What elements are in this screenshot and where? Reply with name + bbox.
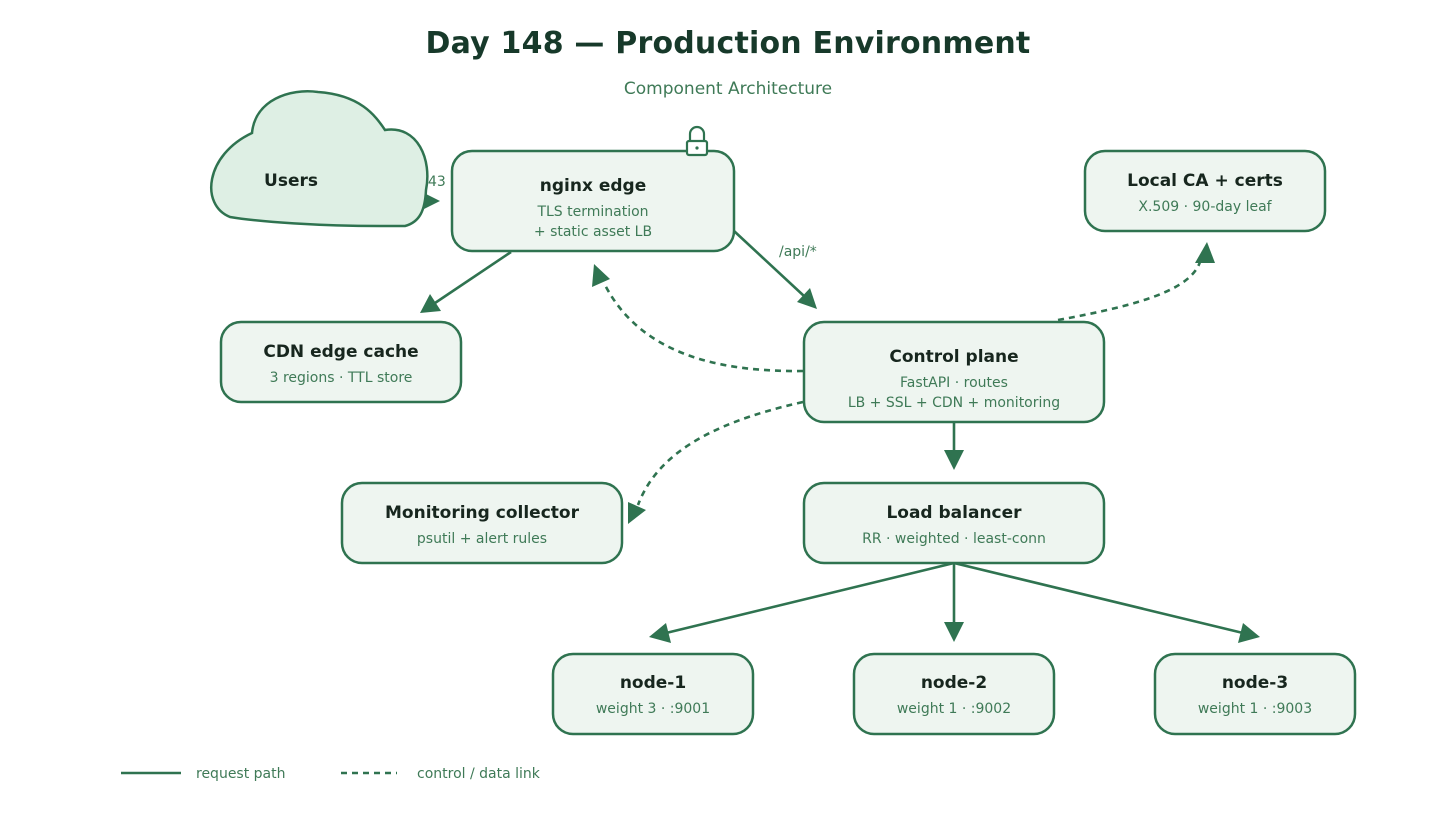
node1-title: node-1 <box>620 673 686 693</box>
node-1[interactable]: node-1 weight 3 · :9001 <box>551 652 755 736</box>
arrowhead-lb-node1 <box>649 623 671 643</box>
edge-lb-node1 <box>665 561 955 635</box>
edge-control-monitor <box>636 400 804 506</box>
node-monitoring-collector[interactable]: Monitoring collector psutil + alert rule… <box>340 481 624 565</box>
node-3[interactable]: node-3 weight 1 · :9003 <box>1153 652 1357 736</box>
edge-lb-node3 <box>953 561 1244 635</box>
nginx-title: nginx edge <box>540 176 646 196</box>
arrowhead-nginx-cdn <box>420 294 441 313</box>
node3-title: node-3 <box>1222 673 1288 693</box>
node3-line1: weight 1 · :9003 <box>1198 701 1312 717</box>
arrowhead-nginx-control <box>797 288 817 309</box>
edge-nginx-cdn <box>434 250 512 305</box>
cdn-title: CDN edge cache <box>263 342 418 362</box>
arrowhead-control-monitor <box>628 502 646 524</box>
node-2[interactable]: node-2 weight 1 · :9002 <box>852 652 1056 736</box>
edge-nginx-control <box>733 230 805 297</box>
legend: request path control / data link <box>121 766 541 782</box>
legend-control-label: control / data link <box>417 766 541 782</box>
ca-line1: X.509 · 90-day leaf <box>1138 199 1272 215</box>
node-nginx-edge[interactable]: nginx edge TLS termination + static asse… <box>450 149 736 253</box>
monitor-line1: psutil + alert rules <box>417 531 547 547</box>
node-local-ca[interactable]: Local CA + certs X.509 · 90-day leaf <box>1083 149 1327 233</box>
ca-title: Local CA + certs <box>1127 171 1283 191</box>
control-line2: LB + SSL + CDN + monitoring <box>848 395 1060 411</box>
arrowhead-lb-node2 <box>944 622 964 642</box>
nginx-line2: + static asset LB <box>534 224 652 240</box>
diagram-subtitle: Component Architecture <box>623 79 833 99</box>
arrowhead-lb-node3 <box>1238 623 1260 643</box>
diagram-title: Day 148 — Production Environment <box>425 26 1031 61</box>
arrowhead-control-nginx <box>592 264 610 287</box>
node-load-balancer[interactable]: Load balancer RR · weighted · least-conn <box>802 481 1106 565</box>
control-line1: FastAPI · routes <box>900 375 1008 391</box>
edge-label-api: /api/* <box>779 244 817 260</box>
lb-line1: RR · weighted · least-conn <box>862 531 1046 547</box>
node1-line1: weight 3 · :9001 <box>596 701 710 717</box>
edge-control-ca <box>1057 261 1202 322</box>
cdn-line1: 3 regions · TTL store <box>270 370 413 386</box>
users-label: Users <box>264 171 318 191</box>
control-title: Control plane <box>889 347 1018 367</box>
users-cloud[interactable]: Users <box>209 90 429 228</box>
users-port-label: 43 <box>428 174 446 190</box>
edge-control-nginx <box>602 282 804 373</box>
arrowhead-control-lb <box>944 450 964 470</box>
arrowhead-control-ca <box>1195 242 1215 263</box>
nginx-line1: TLS termination <box>536 204 648 220</box>
node2-title: node-2 <box>921 673 987 693</box>
node2-line1: weight 1 · :9002 <box>897 701 1011 717</box>
lb-title: Load balancer <box>886 503 1022 523</box>
monitor-title: Monitoring collector <box>385 503 580 523</box>
legend-request-label: request path <box>196 766 286 782</box>
lock-icon <box>685 125 709 157</box>
node-cdn-edge-cache[interactable]: CDN edge cache 3 regions · TTL store <box>219 320 463 404</box>
node-control-plane[interactable]: Control plane FastAPI · routes LB + SSL … <box>802 320 1106 424</box>
